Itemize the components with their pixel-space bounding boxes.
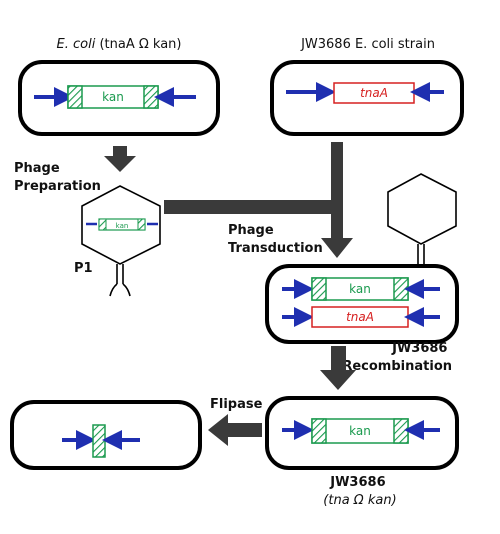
phage-prep-label: Phage Preparation <box>14 161 101 194</box>
recomb-frt-left <box>311 277 327 301</box>
transduction-line2: Transduction <box>228 241 323 256</box>
p1-label: P1 <box>74 261 93 276</box>
final-kan-cell: kan JW3686 (tna Ω kan) <box>265 396 459 508</box>
recomb-tnaA-label: tnaA <box>346 310 374 324</box>
donor-title-species: E. coli <box>57 37 96 52</box>
donor-frt-left <box>67 85 83 109</box>
transduction-line1: Phage <box>228 223 274 238</box>
deletion-frt-scar <box>92 424 106 458</box>
recipient-tnaA-label: tnaA <box>360 86 388 100</box>
recomb-kan-label: kan <box>349 282 371 296</box>
deletion-cell <box>10 400 202 470</box>
recipient-cell-membrane <box>270 60 464 136</box>
donor-title: E. coli (tnaA Ω kan) <box>57 37 182 52</box>
final-kan-label: kan <box>349 424 371 438</box>
flipase-arrow <box>208 414 262 446</box>
final-frt-left <box>311 418 327 444</box>
donor-kan-label: kan <box>102 90 124 104</box>
phage-prep-line2: Preparation <box>14 179 101 194</box>
transduction-label: Phage Transduction <box>228 223 323 256</box>
p1-tail-fibers <box>109 283 131 297</box>
final-strain-label: JW3686 (tna Ω kan) <box>323 475 396 508</box>
flipase-label: Flipase <box>210 397 263 412</box>
prep-arrow <box>104 146 136 172</box>
attached-phage <box>387 173 457 279</box>
attached-phage-capsid <box>387 173 457 245</box>
recombination-cell: kan tnaA <box>265 264 459 344</box>
donor-title-genotype: (tnaA Ω kan) <box>99 37 181 52</box>
p1-kan-label: kan <box>116 222 129 230</box>
donor-cell-membrane <box>18 60 220 136</box>
donor-frt-right <box>143 85 159 109</box>
final-line2: (tna Ω kan) <box>323 493 396 508</box>
transduction-arrow <box>164 142 353 258</box>
p1-frt-left <box>98 218 107 231</box>
recipient-cell: JW3686 E. coli strain tnaA <box>270 37 464 136</box>
deletion-cell-membrane <box>10 400 202 470</box>
recombination-label: JW3686 Recombination <box>342 341 452 374</box>
recomb-line2: Recombination <box>342 359 452 374</box>
donor-cell: E. coli (tnaA Ω kan) kan <box>18 37 220 136</box>
p1-phage: kan P1 <box>74 185 161 297</box>
final-frt-right <box>393 418 409 444</box>
recipient-title: JW3686 E. coli strain <box>300 37 435 52</box>
final-line1: JW3686 <box>329 475 385 490</box>
recombination-arrow <box>320 346 356 390</box>
phage-prep-line1: Phage <box>14 161 60 176</box>
recomb-line1: JW3686 <box>391 341 447 356</box>
p1-frt-right <box>137 218 146 231</box>
final-cell-membrane <box>265 396 459 470</box>
recomb-frt-right <box>393 277 409 301</box>
